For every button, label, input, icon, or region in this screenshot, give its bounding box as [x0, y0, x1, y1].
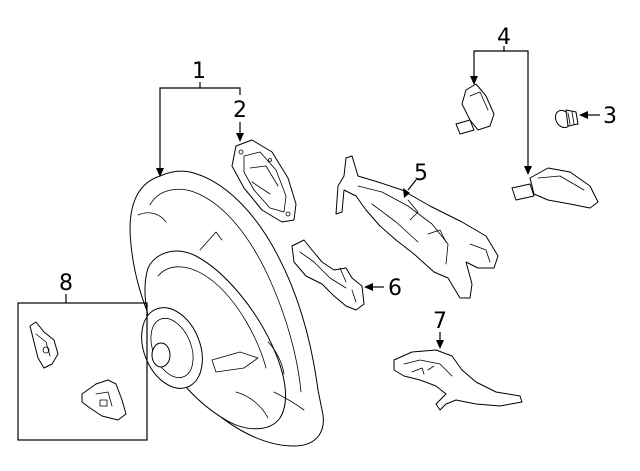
arrow-4b: [524, 166, 532, 175]
arrow-4a: [470, 76, 478, 85]
trim-panel[interactable]: [393, 349, 523, 411]
switch-paddles[interactable]: [455, 83, 599, 209]
arrow-1: [156, 168, 164, 177]
bracket[interactable]: [291, 239, 365, 311]
screw[interactable]: [552, 108, 579, 131]
callout-1: 1: [192, 59, 206, 84]
arrow-3: [579, 111, 588, 119]
arrow-5: [403, 188, 410, 198]
callout-labels: 1 2 3 4 5 6 7 8: [59, 25, 617, 334]
leader-lines: [65, 46, 600, 349]
callout-8: 8: [59, 271, 73, 296]
clip-kit-inset-box: [17, 302, 148, 441]
arrow-6: [364, 283, 373, 291]
arrow-7: [436, 340, 444, 349]
callout-2: 2: [233, 98, 247, 123]
clip-kit[interactable]: [17, 302, 148, 441]
callout-3: 3: [603, 104, 617, 129]
wheel-backplate[interactable]: [231, 139, 297, 223]
callout-7: 7: [433, 309, 447, 334]
arrow-2: [236, 133, 244, 142]
callout-6: 6: [388, 276, 402, 301]
steering-wheel[interactable]: [129, 170, 324, 447]
callout-5: 5: [414, 161, 428, 186]
callout-4: 4: [497, 25, 511, 50]
lower-cover[interactable]: [335, 155, 499, 299]
